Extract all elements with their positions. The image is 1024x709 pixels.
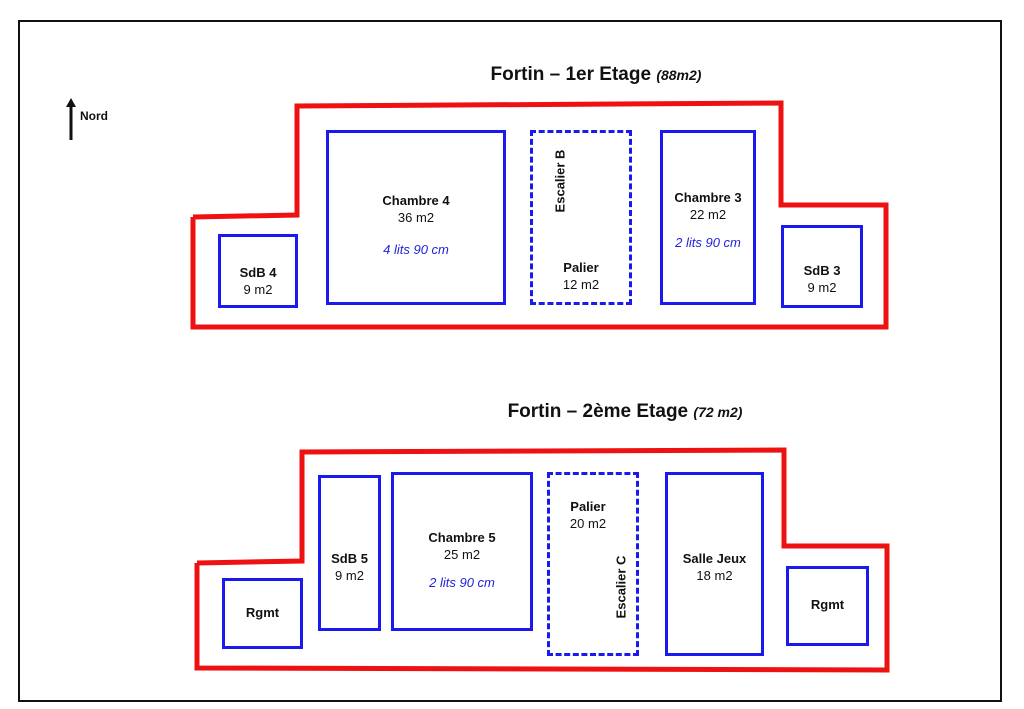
room-area: 20 m2	[569, 516, 607, 531]
room-area: 12 m2	[562, 277, 600, 292]
floor1-title: Fortin – 1er Etage (88m2)	[491, 64, 702, 86]
room-name: Chambre 3	[674, 190, 742, 205]
room-name: Rgmt	[810, 597, 845, 612]
room-name: Chambre 5	[428, 530, 496, 545]
room-beds: 2 lits 90 cm	[675, 235, 741, 250]
landing-name: Palier	[563, 260, 599, 275]
room-beds: 4 lits 90 cm	[383, 242, 449, 257]
room-beds: 2 lits 90 cm	[429, 575, 495, 590]
floor1-title-text: Fortin – 1er Etage	[490, 64, 652, 85]
room-area: 25 m2	[443, 547, 481, 562]
room-area: 18 m2	[696, 568, 733, 583]
floor1-exterior-wall	[190, 100, 889, 330]
room-rgmt-left: Rgmt	[222, 578, 303, 649]
room-chambre4: Chambre 4 36 m2 4 lits 90 cm	[326, 130, 506, 305]
room-name: Chambre 4	[382, 193, 450, 208]
room-name: Escalier C	[613, 555, 629, 619]
room-area: 9 m2	[807, 280, 837, 295]
room-escalier-c: Palier 20 m2 Escalier C	[547, 472, 639, 656]
room-name: Escalier B	[552, 149, 568, 213]
floor2-title: Fortin – 2ème Etage (72 m2)	[508, 401, 743, 423]
landing-name: Palier	[570, 499, 606, 514]
room-chambre5: Chambre 5 25 m2 2 lits 90 cm	[391, 472, 533, 631]
room-name: SdB 5	[331, 551, 368, 566]
room-sdb4: SdB 4 9 m2	[218, 234, 298, 308]
north-label: Nord	[80, 109, 108, 123]
room-chambre3: Chambre 3 22 m2 2 lits 90 cm	[660, 130, 756, 305]
room-area: 9 m2	[335, 568, 364, 583]
room-area: 36 m2	[397, 210, 435, 225]
room-name: SdB 3	[803, 263, 841, 278]
room-area: 22 m2	[689, 207, 727, 222]
room-name: Rgmt	[245, 605, 280, 620]
room-sdb5: SdB 5 9 m2	[318, 475, 381, 631]
room-name: SdB 4	[239, 265, 277, 280]
room-sdb3: SdB 3 9 m2	[781, 225, 863, 308]
floor2-title-text: Fortin – 2ème Etage	[507, 401, 689, 422]
north-arrow-icon	[66, 98, 76, 140]
floor2-area: (72 m2)	[693, 404, 743, 420]
floor1-area: (88m2)	[656, 67, 702, 83]
room-name: Salle Jeux	[682, 551, 747, 566]
frame-border	[18, 20, 1002, 702]
room-area: 9 m2	[243, 282, 273, 297]
room-rgmt-right: Rgmt	[786, 566, 869, 646]
room-escalier-b: Escalier B Palier 12 m2	[530, 130, 632, 305]
floor2-exterior-wall	[194, 447, 890, 673]
room-salle-jeux: Salle Jeux 18 m2	[665, 472, 764, 656]
